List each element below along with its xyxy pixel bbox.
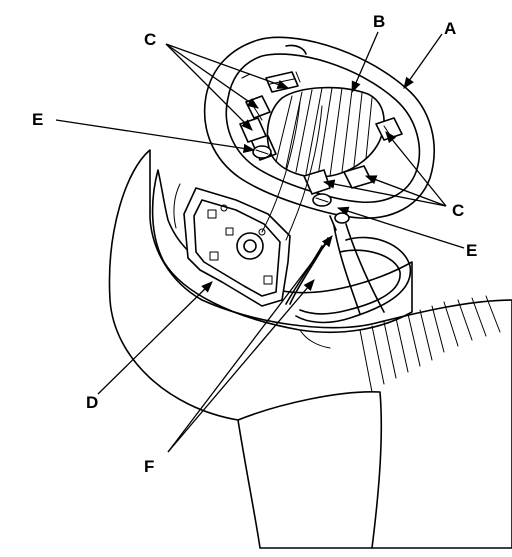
leader-c-right-1	[385, 131, 447, 207]
callout-c-top: C	[144, 30, 156, 49]
plate-boss	[236, 232, 264, 260]
leader-c-top-1	[165, 43, 290, 89]
assembly-guide-lines	[261, 101, 323, 241]
lid-latch-pad	[266, 86, 385, 178]
leader-c-top-3	[165, 43, 253, 131]
leader-a	[403, 33, 443, 89]
bracket-plate	[183, 187, 291, 307]
screws	[252, 145, 350, 224]
callout-b: B	[373, 12, 385, 31]
leader-lines	[55, 31, 465, 453]
leader-c-right-2	[364, 175, 447, 207]
leader-e-left	[55, 119, 256, 154]
callout-c-right: C	[452, 201, 464, 220]
leader-b	[351, 31, 379, 94]
leader-c-right-3	[322, 179, 447, 207]
release-cable	[285, 215, 412, 324]
callout-f: F	[144, 457, 154, 476]
leader-f-1	[167, 235, 333, 453]
screw-left	[252, 145, 272, 159]
leader-c-top-2	[165, 43, 259, 109]
leader-e-right	[336, 206, 465, 249]
callout-e-right: E	[466, 241, 477, 260]
console-body	[108, 149, 512, 549]
callout-labels: A B C C E E D F	[32, 12, 477, 476]
leader-d	[97, 281, 213, 395]
leader-f-2	[167, 279, 315, 453]
callout-d: D	[86, 393, 98, 412]
pad-ribs	[275, 87, 373, 177]
callout-a: A	[444, 19, 456, 38]
panel-shading	[359, 295, 501, 393]
callout-e-left: E	[32, 110, 43, 129]
